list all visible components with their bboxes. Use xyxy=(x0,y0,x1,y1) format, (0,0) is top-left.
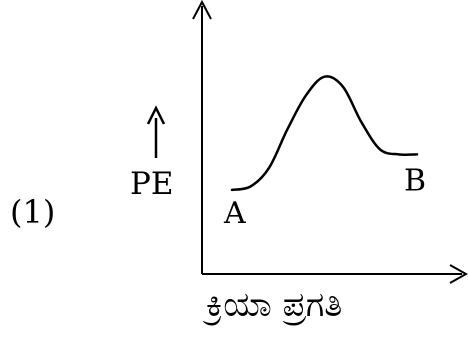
y-axis xyxy=(192,0,212,274)
x-axis-arrowhead xyxy=(449,264,468,284)
y-axis-arrowhead xyxy=(192,0,212,20)
point-a-label: A xyxy=(223,196,246,231)
point-b-label: B xyxy=(404,163,426,198)
x-axis-label: ಕ್ರಿಯಾ ಪ್ರಗತಿ xyxy=(202,285,342,326)
pe-arrow-head xyxy=(146,105,166,125)
y-axis-label: PE xyxy=(130,166,174,202)
option-number: (1) xyxy=(10,193,55,231)
x-axis xyxy=(202,264,468,284)
potential-energy-curve xyxy=(230,75,419,192)
pe-arrow xyxy=(146,105,166,158)
